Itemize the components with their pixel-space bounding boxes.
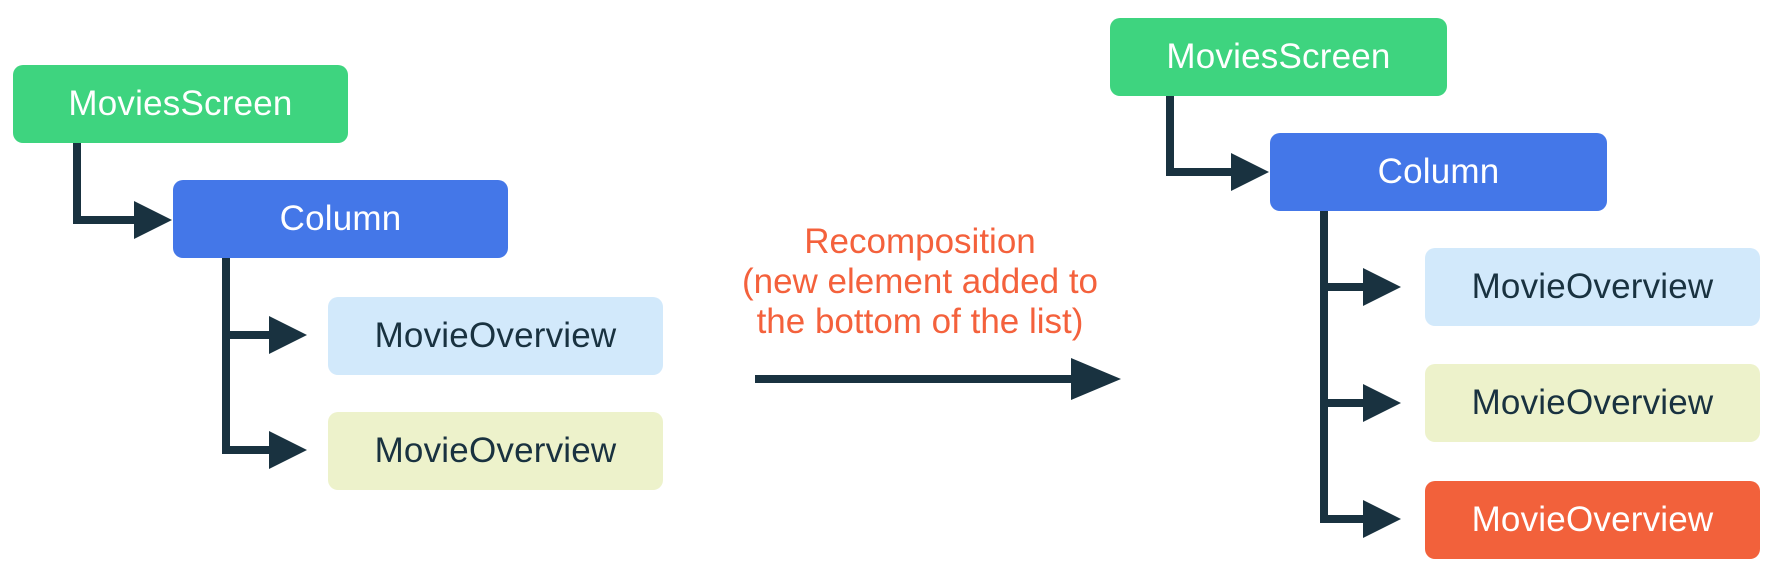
node-movieoverview-1-after: MovieOverview [1425, 248, 1760, 326]
arrowhead-icon [1363, 500, 1401, 538]
node-moviesscreen-after: MoviesScreen [1110, 18, 1447, 96]
node-column-before: Column [173, 180, 508, 258]
arrowhead-icon [1071, 358, 1121, 400]
recomposition-label: Recomposition (new element added to the … [640, 222, 1200, 342]
elbow-connector-before [73, 143, 81, 224]
node-moviesscreen-before: MoviesScreen [13, 65, 348, 143]
arrowhead-icon [1363, 268, 1401, 306]
branch-connector-before [222, 446, 270, 454]
arrowhead-icon [134, 201, 172, 239]
elbow-connector-before [73, 216, 135, 224]
arrowhead-icon [269, 431, 307, 469]
arrowhead-icon [1363, 384, 1401, 422]
recomposition-label-line2: (new element added to [741, 262, 1099, 301]
elbow-connector-after [1166, 168, 1232, 176]
node-movieoverview-1-before: MovieOverview [328, 297, 663, 375]
recomposition-label-line1: Recomposition [804, 222, 1036, 261]
branch-connector-after [1320, 515, 1364, 523]
elbow-connector-after [1166, 96, 1174, 176]
arrowhead-icon [269, 316, 307, 354]
trunk-connector-after [1320, 211, 1328, 523]
branch-connector-before [222, 331, 270, 339]
trunk-connector-before [222, 258, 230, 454]
recomposition-arrow [755, 375, 1073, 383]
node-movieoverview-2-before: MovieOverview [328, 412, 663, 490]
node-movieoverview-3-after-new: MovieOverview [1425, 481, 1760, 559]
recomposition-label-line3: the bottom of the list) [756, 302, 1084, 341]
branch-connector-after [1320, 399, 1364, 407]
branch-connector-after [1320, 283, 1364, 291]
node-column-after: Column [1270, 133, 1607, 211]
arrowhead-icon [1231, 153, 1269, 191]
node-movieoverview-2-after: MovieOverview [1425, 364, 1760, 442]
